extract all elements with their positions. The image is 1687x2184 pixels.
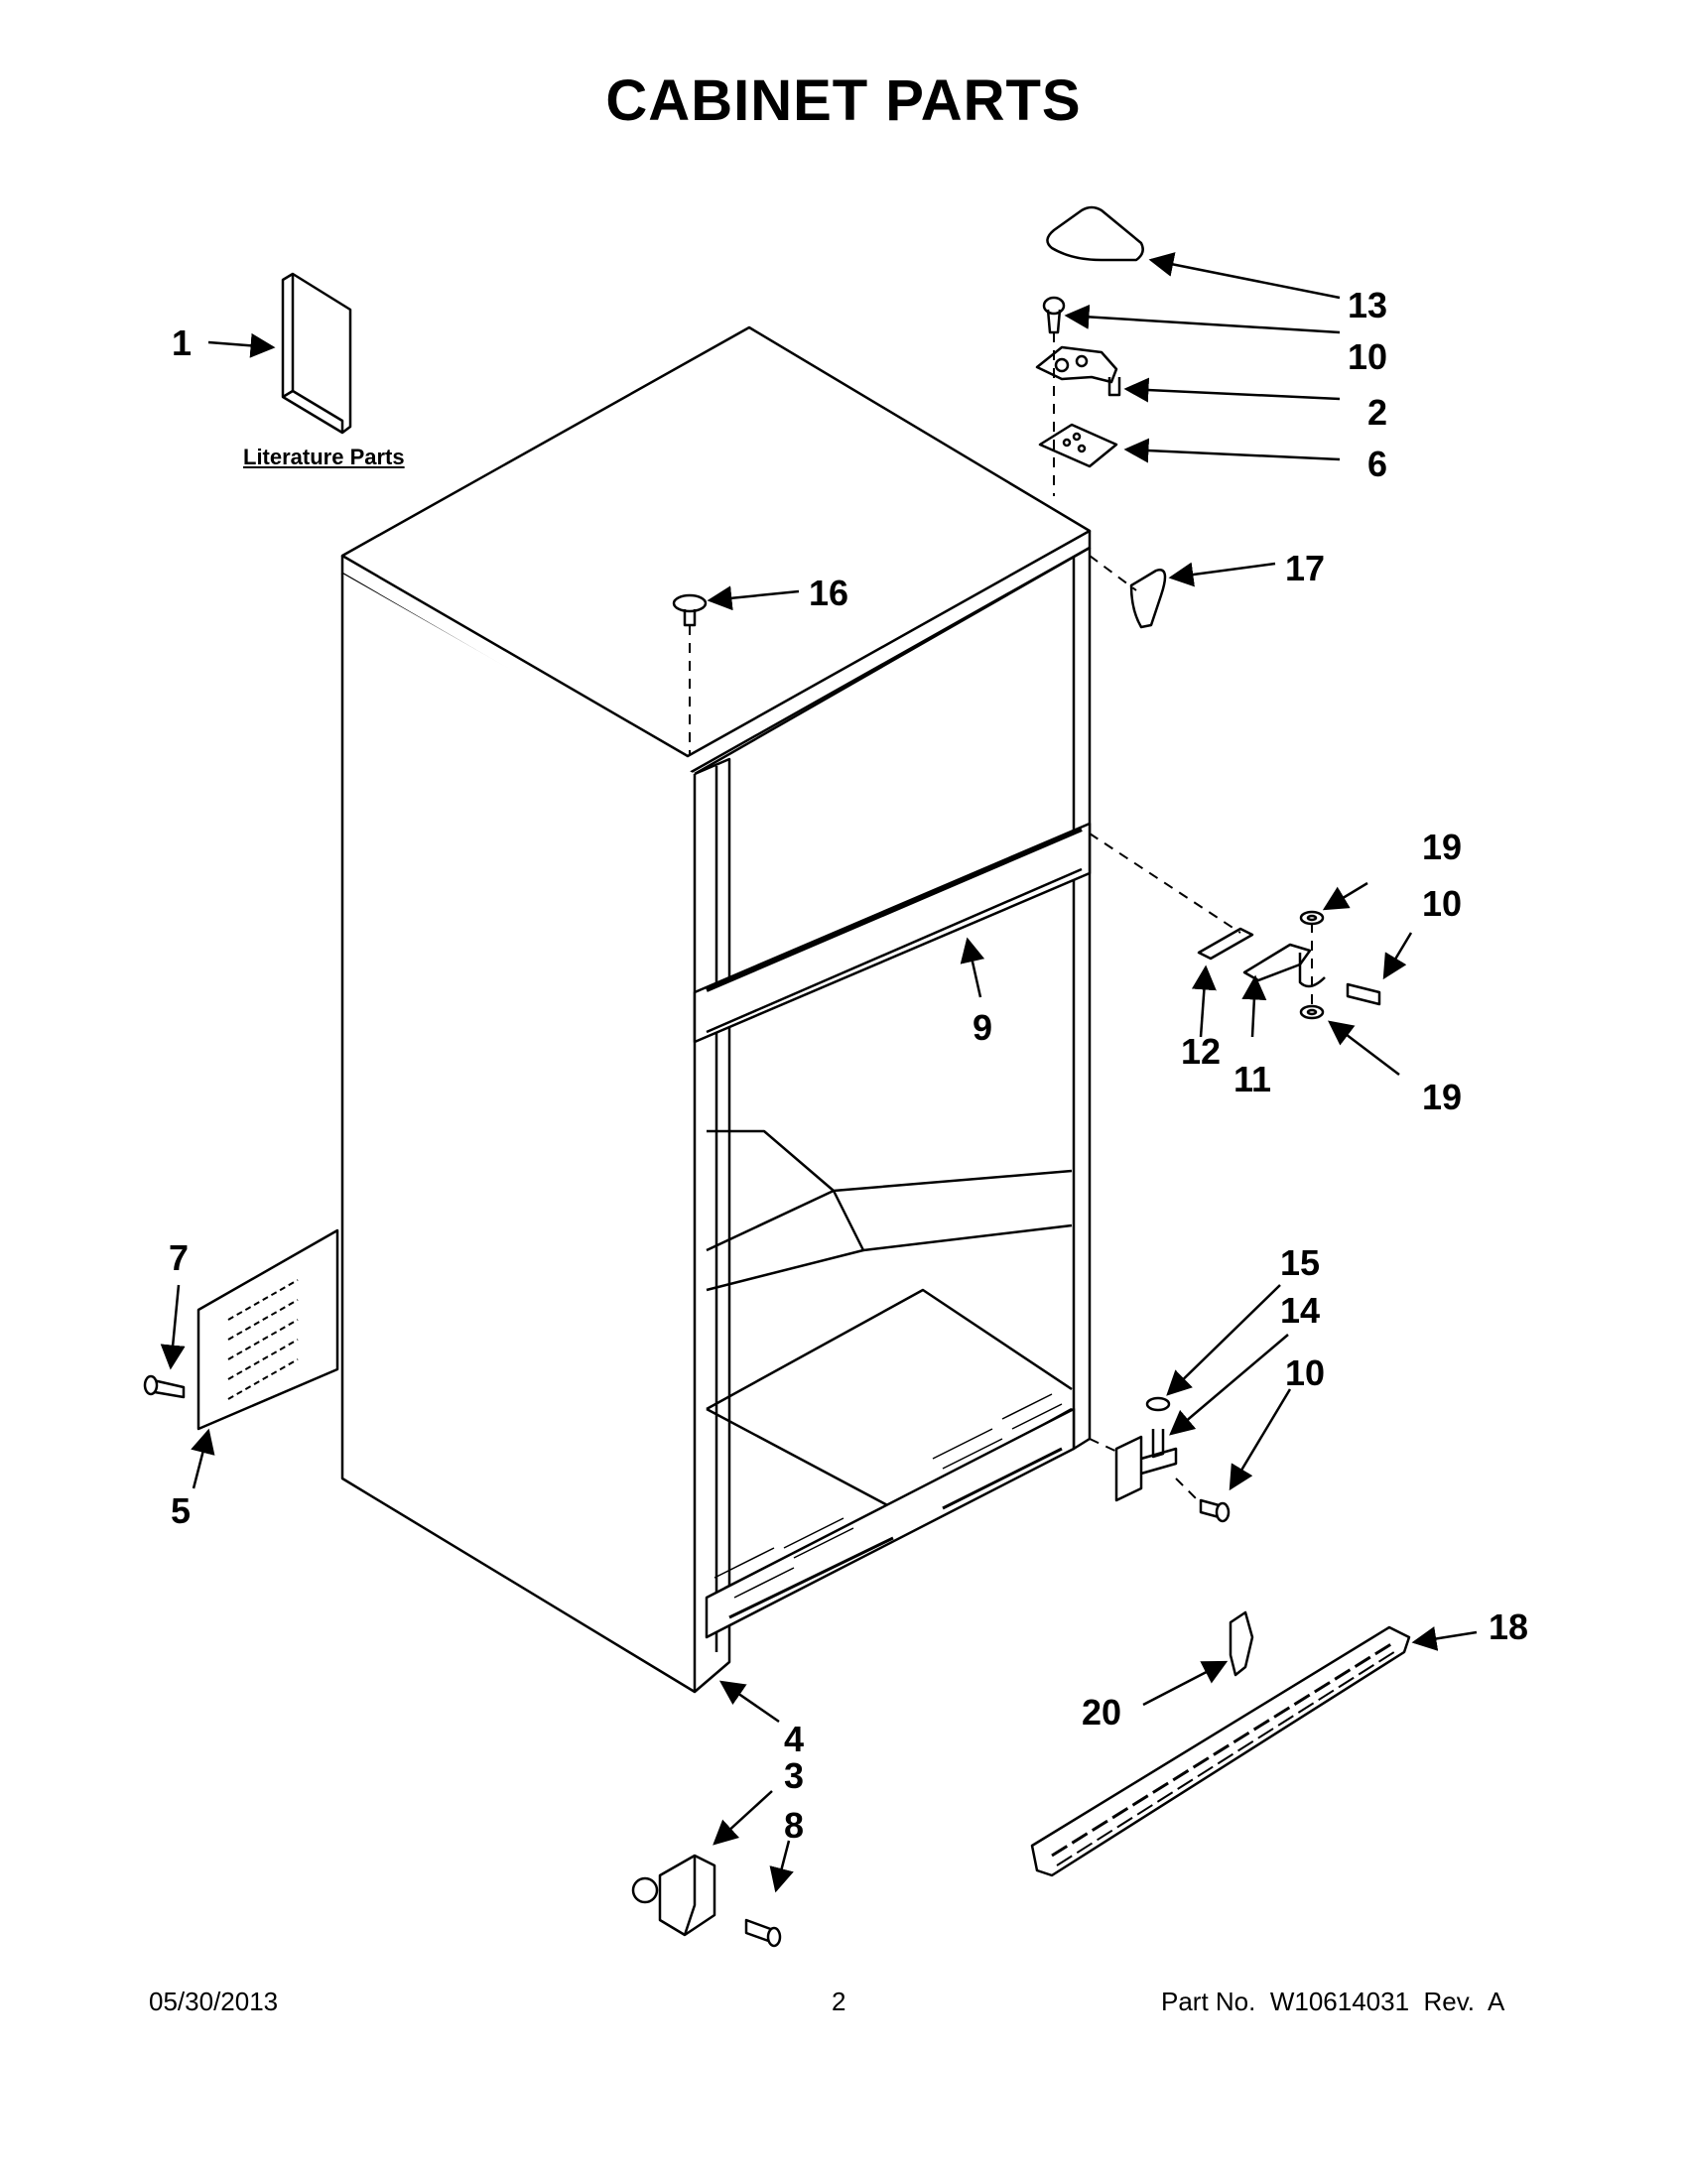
callout-14: 14 [1280, 1290, 1321, 1331]
callout-20: 20 [1082, 1692, 1122, 1733]
callout-17: 17 [1285, 548, 1326, 588]
washer-15 [1145, 1396, 1171, 1412]
callout-15: 15 [1280, 1242, 1321, 1283]
toe-grille-18 [1030, 1625, 1411, 1877]
footer-page-number: 2 [832, 1987, 846, 2016]
callout-7: 7 [169, 1237, 190, 1278]
hole-plug-16 [672, 593, 708, 627]
center-hinge-shim-12 [1197, 927, 1254, 961]
callout-9: 9 [973, 1007, 993, 1048]
washer-19-bottom [1299, 1004, 1325, 1020]
callout-10: 10 [1348, 336, 1388, 377]
callout-4: 4 [784, 1719, 805, 1759]
callout-10: 10 [1422, 883, 1463, 924]
callout-18: 18 [1489, 1606, 1529, 1647]
grille-clip-20 [1229, 1610, 1254, 1677]
callout-2: 2 [1367, 392, 1388, 433]
leveling-bracket-3 [631, 1854, 716, 1937]
callout-19: 19 [1422, 1077, 1463, 1117]
callout-8: 8 [784, 1805, 805, 1846]
callout-5: 5 [171, 1490, 192, 1531]
literature-parts-label: Literature Parts [243, 445, 405, 469]
bottom-hinge-14 [1114, 1429, 1178, 1502]
screw-10-top [1042, 296, 1066, 334]
screw-10-bottom [1199, 1498, 1231, 1523]
screw-10-center [1346, 982, 1381, 1006]
screw-7 [143, 1374, 186, 1399]
callout-11: 11 [1233, 1059, 1272, 1099]
refrigerator-cabinet [340, 325, 1092, 1694]
callout-3: 3 [784, 1755, 805, 1796]
callout-13: 13 [1348, 285, 1388, 325]
footer-date: 05/30/2013 [149, 1987, 279, 2016]
washer-19-top [1299, 910, 1325, 926]
top-hinge-2 [1035, 345, 1121, 397]
literature-booklet [281, 272, 352, 435]
callout-12: 12 [1181, 1031, 1222, 1072]
callout-10: 10 [1285, 1352, 1326, 1393]
callout-16: 16 [809, 573, 849, 613]
hinge-shim-6 [1038, 423, 1118, 468]
footer-part-number: Part No. W10614031 Rev. A [1161, 1987, 1505, 2016]
hinge-cover-13 [1046, 205, 1144, 262]
callout-6: 6 [1367, 444, 1388, 484]
callout-19: 19 [1422, 827, 1463, 867]
rear-access-cover [196, 1228, 339, 1431]
page-title: CABINET PARTS [605, 68, 1082, 133]
door-stop-17 [1129, 569, 1167, 629]
callout-1: 1 [172, 322, 193, 363]
screw-8 [744, 1918, 782, 1948]
